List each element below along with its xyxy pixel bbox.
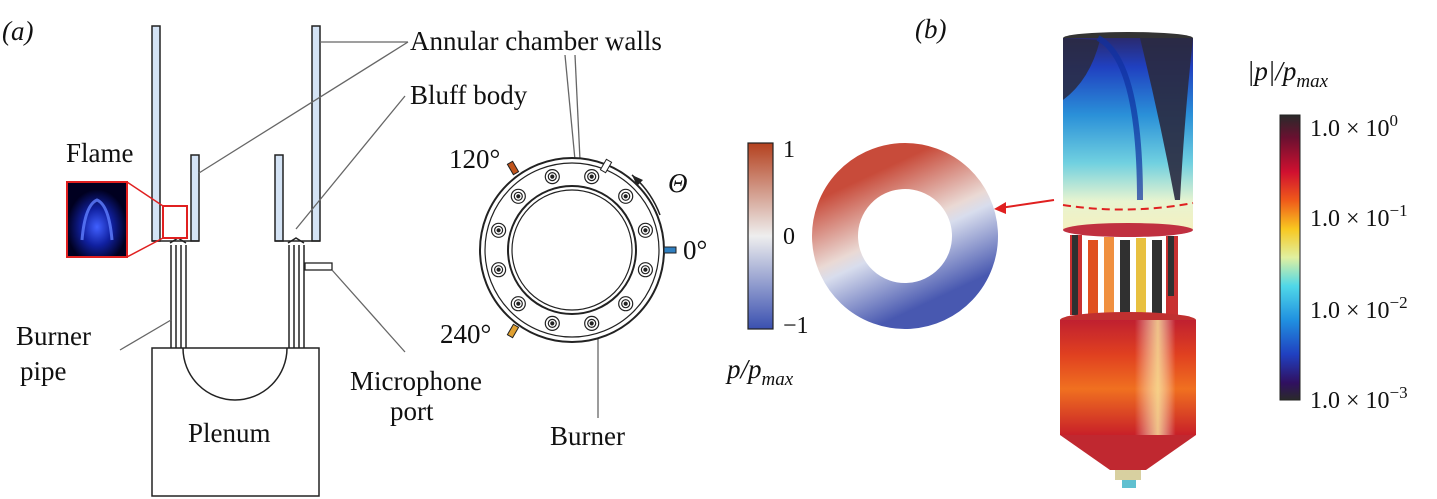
burner-marker — [494, 265, 504, 275]
magnitude-tick-label: 1.0 × 10−1 — [1310, 201, 1408, 232]
pressure-colorbar: 1 0 −1 p/pmax — [725, 137, 809, 390]
pressure-mode-ring — [812, 143, 998, 329]
burner-marker — [623, 194, 628, 199]
burner-pipe-left — [170, 245, 187, 348]
burner-marker — [510, 296, 526, 312]
colorbar-min-label: −1 — [783, 313, 809, 339]
red-arrow — [999, 199, 1055, 209]
burner-marker — [496, 228, 501, 233]
theta-label: Θ — [668, 168, 688, 198]
angle-120-label: 120° — [449, 144, 500, 174]
annular-chamber-walls — [151, 25, 321, 242]
burner-marker — [547, 318, 557, 328]
burner-marker — [516, 194, 521, 199]
magnitude-tick-label: 1.0 × 100 — [1310, 111, 1398, 142]
burner-marker — [584, 315, 600, 331]
combustor-3d-model — [1060, 32, 1196, 488]
burner-marker — [510, 188, 526, 204]
burner-ring — [491, 169, 654, 331]
port-0 — [663, 246, 677, 254]
burner-marker — [643, 267, 648, 272]
burner-pipe-right — [288, 245, 305, 348]
magnitude-tick-label: 1.0 × 10−3 — [1310, 383, 1408, 414]
port-120 — [506, 160, 520, 176]
plenum-dome — [182, 347, 288, 401]
burner-pipe-label-1: Burner — [16, 321, 91, 351]
burner-label: Burner — [550, 421, 625, 451]
burner-marker — [550, 174, 555, 179]
burner-marker — [621, 299, 631, 309]
colorbar-max-label: 1 — [783, 137, 795, 163]
plenum-label: Plenum — [188, 418, 271, 448]
flame-image — [66, 181, 128, 258]
magnitude-tick-label: 1.0 × 10−2 — [1310, 293, 1408, 324]
burner-marker — [587, 172, 597, 182]
panel-a-label: (a) — [2, 16, 33, 46]
colorbar-mid-label: 0 — [783, 224, 795, 250]
cut-plane-line — [1062, 202, 1194, 211]
burner-marker — [547, 172, 557, 182]
leader-lines — [119, 41, 599, 418]
panel-b-label: (b) — [915, 14, 946, 44]
burner-marker — [513, 191, 523, 201]
burner-pipe-label-2: pipe — [20, 356, 67, 386]
microphone-port — [304, 262, 333, 271]
burner-marker — [544, 315, 560, 331]
burner-marker — [618, 188, 634, 204]
colorbar-title: p/pmax — [725, 354, 794, 390]
burner-marker — [637, 262, 654, 278]
burner-marker — [643, 228, 648, 233]
burner-marker — [640, 225, 651, 235]
burner-marker — [637, 222, 654, 238]
burner-marker — [544, 169, 560, 185]
flame-region-box — [162, 205, 188, 239]
burner-marker — [587, 318, 597, 328]
burner-marker — [494, 225, 504, 235]
microphone-label-1: Microphone — [350, 366, 482, 396]
burner-marker — [513, 299, 523, 309]
burner-marker — [589, 321, 594, 326]
burner-marker — [640, 265, 651, 275]
burner-marker — [623, 301, 628, 306]
burner-marker — [584, 169, 600, 185]
flame-label: Flame — [66, 138, 134, 168]
angle-0-label: 0° — [683, 235, 707, 265]
burner-marker — [491, 262, 507, 278]
port-60 — [599, 158, 613, 174]
burner-marker — [589, 174, 594, 179]
magnitude-colorbar-title: |p|/pmax — [1247, 56, 1329, 92]
magnitude-colorbar-bar — [1279, 114, 1301, 401]
annular-top-view: Θ 120° 0° 240° — [440, 144, 707, 349]
burner-marker — [618, 296, 634, 312]
annular-walls-label: Annular chamber walls — [410, 26, 662, 56]
burner-marker — [621, 191, 631, 201]
burner-marker — [491, 222, 507, 238]
burner-marker — [516, 301, 521, 306]
microphone-label-2: port — [390, 396, 434, 426]
plenum-box — [151, 347, 320, 497]
magnitude-colorbar-ticks: 1.0 × 100 1.0 × 10−1 1.0 × 10−2 1.0 × 10−3 — [1310, 111, 1408, 414]
burner-marker — [496, 267, 501, 272]
burner-marker — [550, 321, 555, 326]
angle-240-label: 240° — [440, 319, 491, 349]
bluff-body-label: Bluff body — [410, 80, 528, 110]
port-240 — [506, 323, 520, 339]
